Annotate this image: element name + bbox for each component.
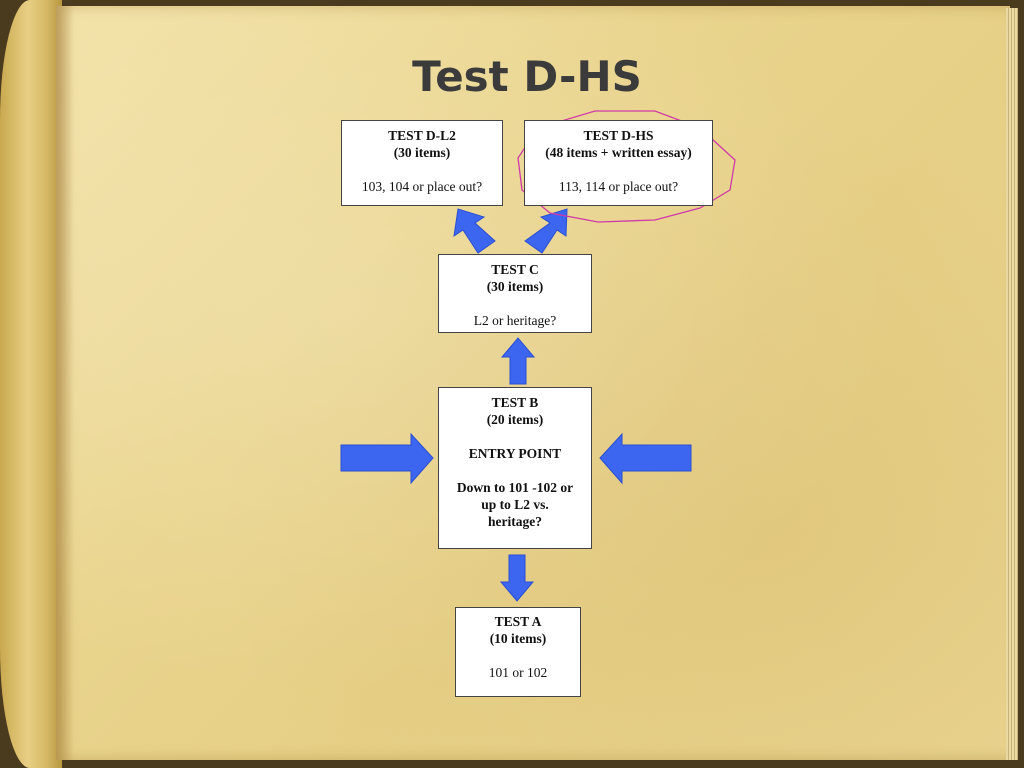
test-a-note: 101 or 102	[488, 665, 548, 680]
test-c-title: TEST C	[491, 262, 539, 277]
arrow-to-test-a	[499, 554, 535, 602]
arrow-left-into-test-b	[340, 432, 434, 485]
test-c-items: (30 items)	[486, 279, 544, 294]
test-d-hs-note: 113, 114 or place out?	[558, 179, 679, 194]
test-b-note-line2: up to L2 vs.	[481, 497, 549, 512]
test-d-hs-title: TEST D-HS	[583, 128, 654, 143]
test-a-box: TEST A (10 items) 101 or 102	[455, 607, 581, 697]
test-d-l2-items: (30 items)	[393, 145, 451, 160]
arrow-to-test-d-hs	[524, 208, 568, 254]
test-b-title: TEST B	[491, 395, 539, 410]
test-a-items: (10 items)	[489, 631, 547, 646]
test-c-note: L2 or heritage?	[473, 313, 557, 328]
test-b-note-line1: Down to 101 -102 or	[456, 480, 574, 495]
test-d-hs-box: TEST D-HS (48 items + written essay) 113…	[524, 120, 713, 206]
arrow-right-into-test-b	[599, 432, 692, 485]
test-d-hs-items: (48 items + written essay)	[545, 145, 692, 160]
test-b-box: TEST B (20 items) ENTRY POINT Down to 10…	[438, 387, 592, 549]
test-d-l2-title: TEST D-L2	[388, 128, 456, 143]
book-spine	[0, 0, 62, 768]
test-b-items: (20 items)	[486, 412, 544, 427]
test-b-entry-point: ENTRY POINT	[468, 446, 562, 461]
test-c-box: TEST C (30 items) L2 or heritage?	[438, 254, 592, 333]
test-d-l2-note: 103, 104 or place out?	[361, 179, 483, 194]
test-d-l2-box: TEST D-L2 (30 items) 103, 104 or place o…	[341, 120, 503, 206]
arrow-to-test-d-l2	[453, 208, 496, 254]
slide-title: Test D-HS	[412, 52, 642, 101]
page-edge	[1006, 8, 1018, 760]
spine-shadow	[56, 6, 74, 760]
test-b-note-line3: heritage?	[488, 514, 542, 529]
test-a-title: TEST A	[494, 614, 542, 629]
arrow-to-test-c	[500, 337, 536, 385]
